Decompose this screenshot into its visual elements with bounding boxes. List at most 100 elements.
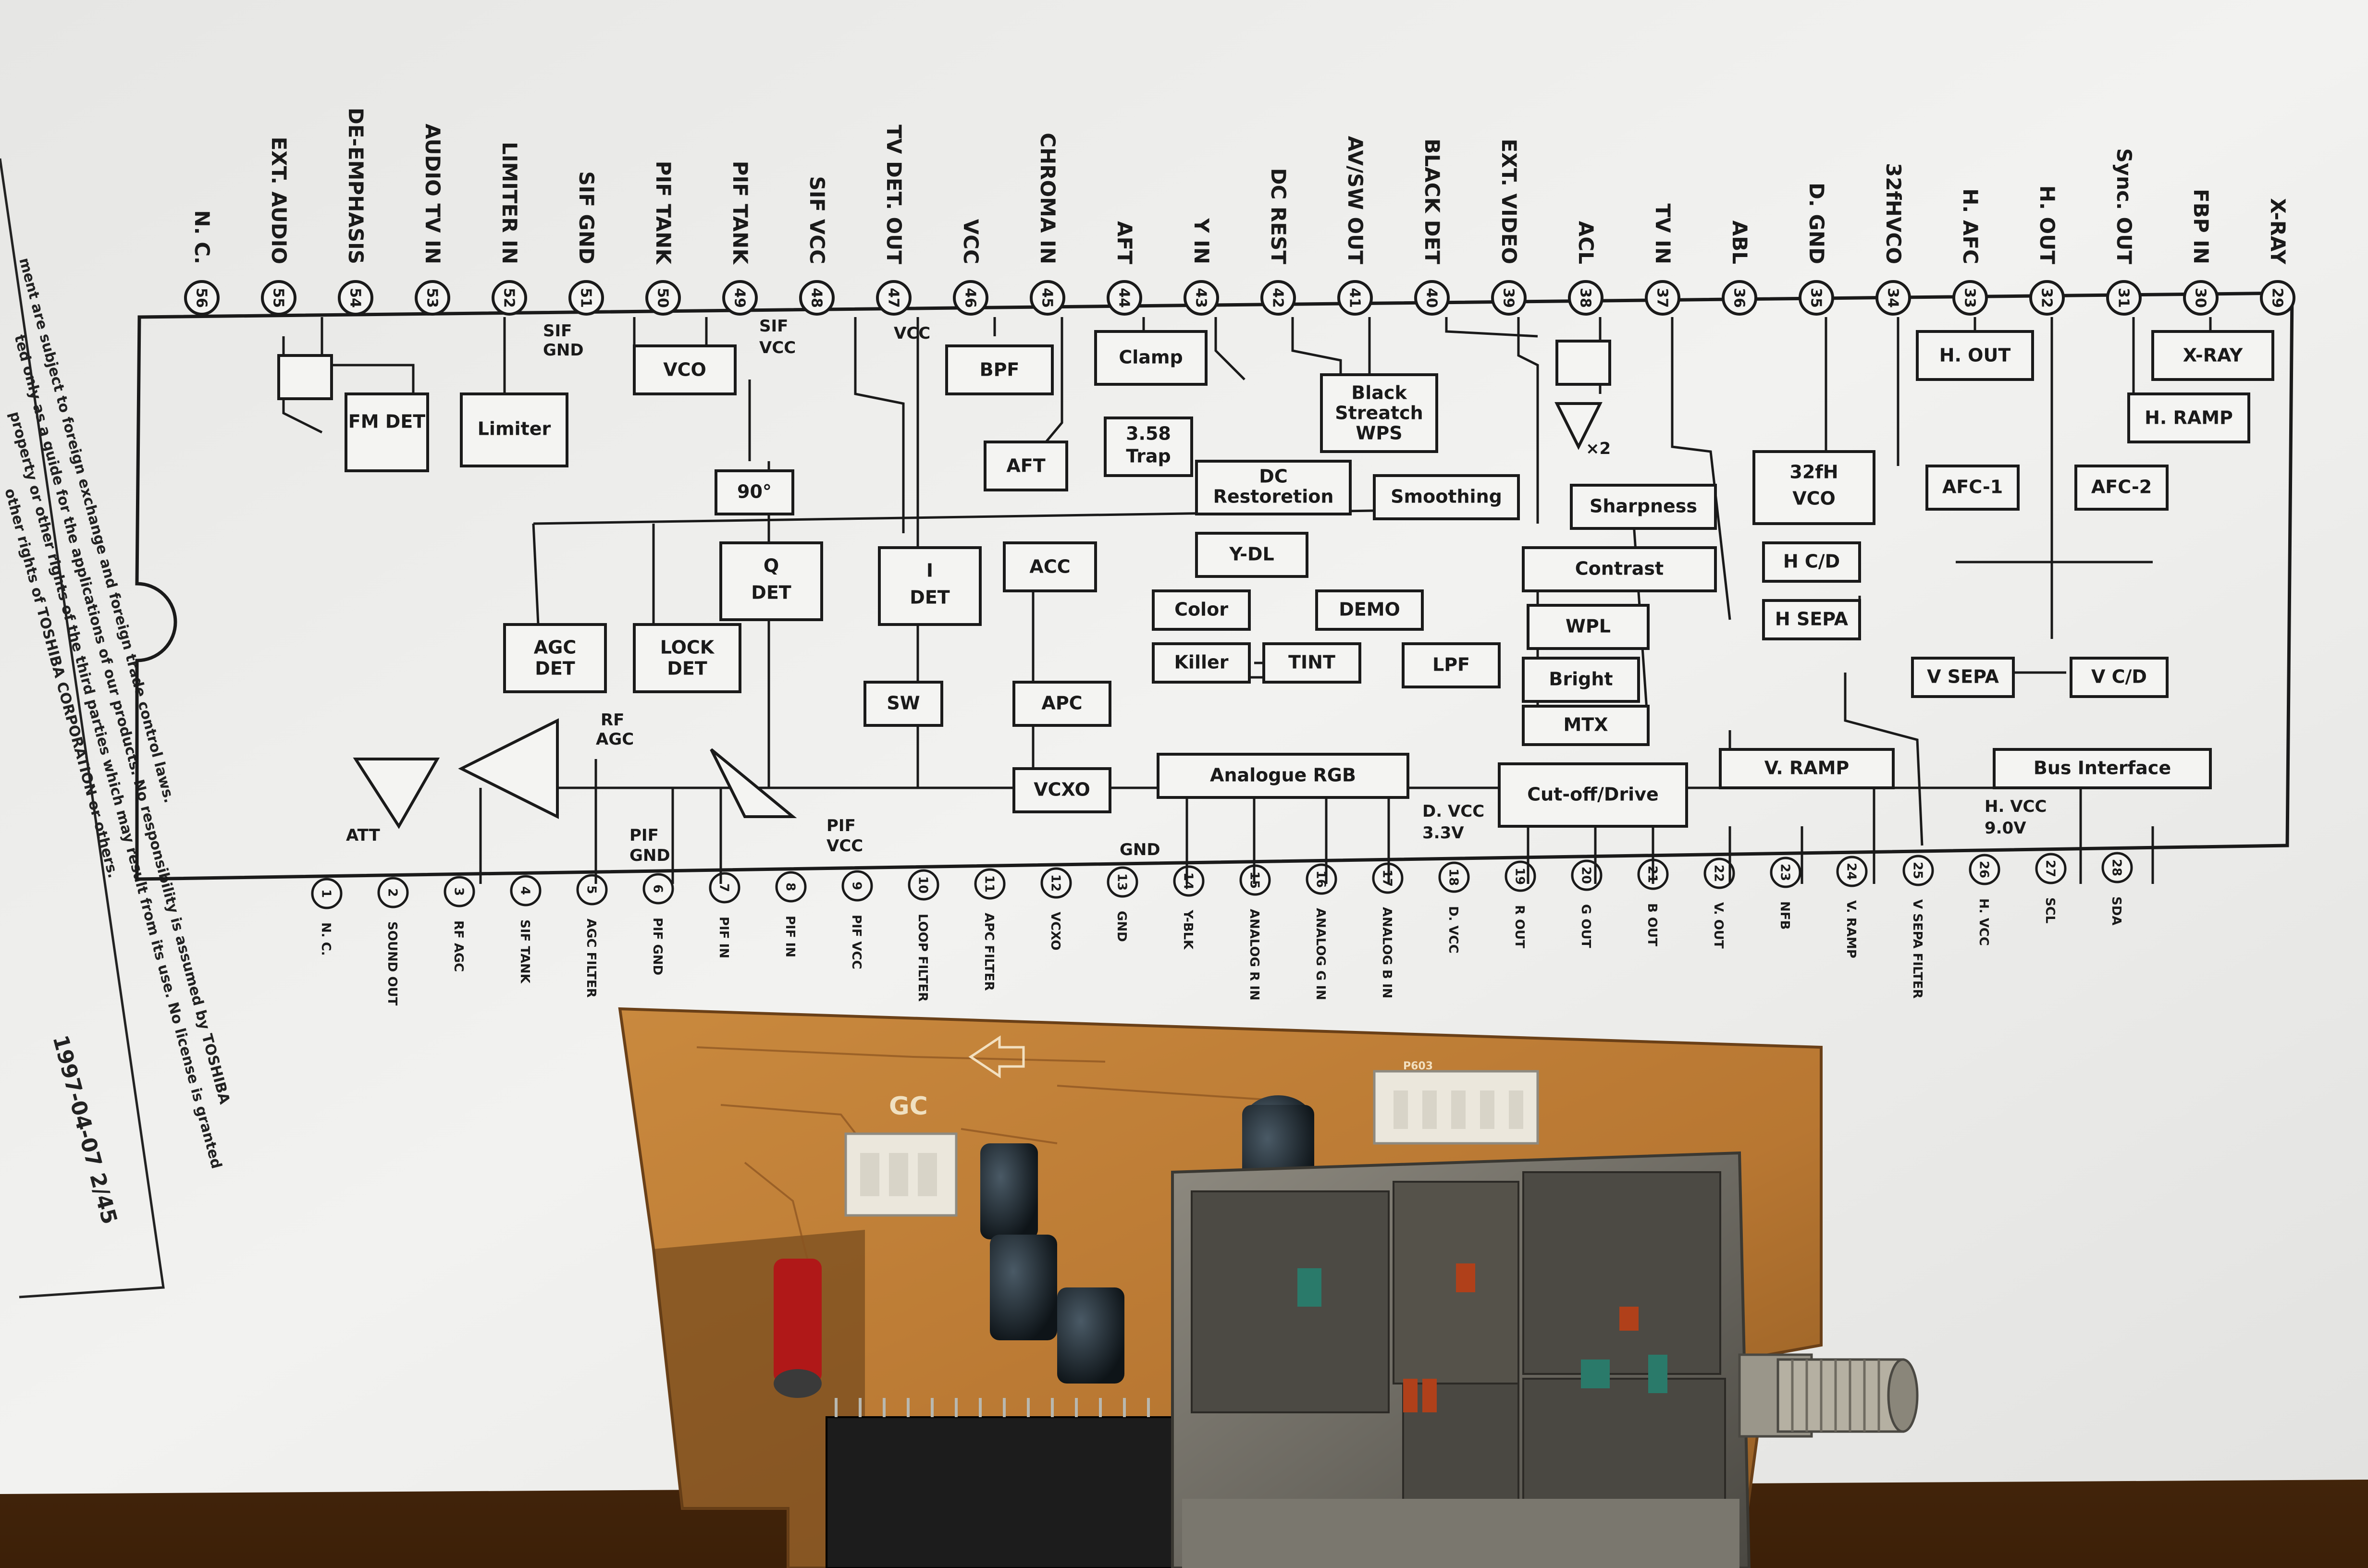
- bottom-pin-number: 23: [1778, 864, 1792, 881]
- bottom-pin-label: SOUND OUT: [385, 921, 399, 1006]
- bottom-pin-number: 19: [1513, 868, 1527, 885]
- top-pin-label: ABL: [1728, 220, 1751, 264]
- amplifier-symbols: [353, 402, 1603, 829]
- label-sif-gnd-1: SIF: [543, 321, 572, 341]
- block-acc-label: ACC: [1029, 556, 1070, 577]
- top-pin-label: Y IN: [1190, 218, 1213, 264]
- label-hvcc-2: 9.0V: [1985, 819, 2026, 838]
- tuner-module: [1171, 1151, 1751, 1568]
- bottom-pin-label: H. VCC: [1976, 898, 1991, 946]
- bottom-pin-number: 7: [717, 883, 731, 892]
- bottom-pin-circle: [377, 877, 409, 908]
- label-pif-vcc-2: VCC: [826, 836, 863, 856]
- pcb-connector-right: P603: [1373, 1060, 1539, 1145]
- bottom-pin-circle: [1306, 863, 1337, 895]
- block-x-ray: X-RAY: [2151, 330, 2274, 381]
- block-aft: AFT: [984, 441, 1068, 491]
- top-pin-number: 31: [2115, 288, 2132, 308]
- top-pin-label: X-RAY: [2266, 198, 2290, 264]
- block-acc: ACC: [1003, 541, 1097, 592]
- top-pin-label: EXT. VIDEO: [1497, 139, 1521, 264]
- block-smoothing-label: Smoothing: [1391, 486, 1502, 507]
- top-pin-number: 45: [1039, 288, 1056, 308]
- block-fm-det: FM DET: [345, 392, 429, 472]
- pcb-connector-label: P603: [1403, 1060, 1433, 1072]
- bottom-pin-number: 3: [452, 887, 466, 896]
- block-fm-det-label: FM DET: [348, 411, 426, 432]
- top-pin-label: ACL: [1574, 221, 1598, 264]
- block-v-sepa: V SEPA: [1911, 657, 2015, 698]
- block-v-ramp: V. RAMP: [1719, 748, 1895, 789]
- block-hsepa-label: H SEPA: [1775, 609, 1849, 630]
- block-agc-label-2: DET: [535, 658, 575, 679]
- block-i-det: I DET: [878, 546, 982, 626]
- top-pin-circle: [2106, 280, 2142, 316]
- block-32fh-label-1: 32fH: [1789, 462, 1838, 483]
- bottom-pin-number: 25: [1911, 862, 1925, 879]
- bottom-pin-number: 10: [916, 876, 930, 894]
- bottom-pin-circle: [1969, 854, 2000, 885]
- bottom-pin-label: PIF VCC: [849, 915, 863, 969]
- block-x-ray-label: X-RAY: [2183, 345, 2243, 366]
- label-att: ATT: [346, 826, 381, 845]
- bottom-pin-label: GND: [1114, 911, 1129, 942]
- red-capacitor-icon: [774, 1259, 822, 1384]
- top-pin-number: 52: [501, 288, 518, 308]
- pcb-arrow-icon: [968, 1035, 1025, 1078]
- bottom-pin-circle: [974, 868, 1006, 900]
- bottom-pin-label: V SEPA FILTER: [1910, 899, 1924, 999]
- bottom-pin-number: 6: [651, 884, 665, 893]
- block-lpf-label: LPF: [1432, 654, 1470, 675]
- block-lock-label-2: DET: [667, 658, 707, 679]
- block-v-cd: V C/D: [2070, 657, 2169, 698]
- bottom-pin-label: SCL: [2043, 897, 2057, 923]
- bottom-pin-label: ANALOG R IN: [1247, 909, 1261, 1001]
- ext-audio-switch-icon: [277, 354, 333, 400]
- bottom-pin-circle: [1770, 857, 1801, 888]
- top-pin-circle: [1107, 280, 1142, 316]
- bottom-pin-label: APC FILTER: [982, 913, 996, 991]
- pcb-connector-left: [844, 1132, 958, 1217]
- bottom-pin-label: ANALOG B IN: [1380, 907, 1394, 998]
- block-vcd-label: V C/D: [2091, 666, 2147, 687]
- bottom-pin-label: D. VCC: [1446, 906, 1460, 954]
- bottom-pin-circle: [1040, 867, 1072, 899]
- top-pin-circle: [722, 280, 758, 316]
- block-clamp: Clamp: [1094, 330, 1208, 386]
- top-pin-label: TV DET. OUT: [882, 124, 906, 264]
- block-contrast-label: Contrast: [1575, 558, 1664, 579]
- top-pin-number: 32: [2038, 288, 2055, 308]
- bottom-pin-number: 26: [1977, 861, 1991, 878]
- top-pin-circle: [492, 280, 527, 316]
- top-pin-number: 33: [1961, 288, 1978, 308]
- top-pin-number: 56: [193, 288, 210, 308]
- block-90deg: 90°: [715, 469, 794, 515]
- block-dc-label-1: DC: [1259, 466, 1287, 487]
- block-killer: Killer: [1152, 642, 1251, 684]
- top-pin-number: 36: [1731, 288, 1748, 308]
- block-trap-label-2: Trap: [1126, 446, 1171, 467]
- block-black-label-3: WPS: [1356, 423, 1402, 444]
- top-pin-circle: [2183, 280, 2219, 316]
- label-vcc: VCC: [894, 324, 930, 343]
- block-h-sepa: H SEPA: [1762, 599, 1861, 640]
- top-pin-number: 42: [1270, 288, 1286, 308]
- bottom-pin-label: PIF IN: [716, 917, 731, 958]
- top-pin-label: DC REST: [1267, 168, 1290, 265]
- block-bright-label: Bright: [1549, 669, 1613, 690]
- label-pif-gnd-1: PIF: [629, 826, 659, 845]
- bottom-pin-label: PIF IN: [783, 916, 797, 957]
- bottom-pin-circle: [2101, 852, 2133, 883]
- bottom-pin-number: 2: [385, 888, 400, 897]
- bottom-pin-number: 1: [319, 889, 333, 898]
- block-bus-interface: Bus Interface: [1993, 748, 2212, 789]
- block-h-ramp: H. RAMP: [2127, 392, 2250, 443]
- block-agc-det: AGC DET: [503, 623, 607, 693]
- bottom-pin-label: AGC FILTER: [584, 919, 598, 998]
- top-pin-number: 40: [1423, 288, 1440, 308]
- block-hcd-label: H C/D: [1783, 551, 1840, 572]
- top-pin-label: EXT. AUDIO: [267, 137, 291, 264]
- top-pin-circle: [1491, 280, 1527, 316]
- bottom-pin-label: RF AGC: [451, 920, 466, 972]
- top-pin-circle: [1722, 280, 1757, 316]
